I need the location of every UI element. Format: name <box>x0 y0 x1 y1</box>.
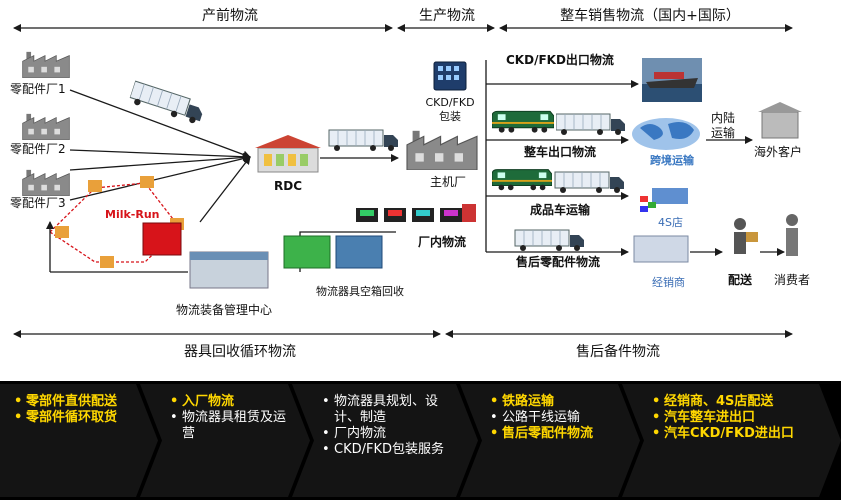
section-recycle-label: 器具回收循环物流 <box>184 344 296 360</box>
ckd-export-label: CKD/FKD出口物流 <box>506 52 614 67</box>
truck-icon <box>328 129 399 152</box>
rdc-warehouse: RDC <box>255 135 321 193</box>
factory-icon <box>22 113 70 140</box>
empty-boxes: 物流器具空箱回收 <box>283 235 404 298</box>
dealer-store: 经销商 <box>633 235 689 289</box>
section-header-vehicle-sales: 整车销售物流（国内+国际） <box>499 7 793 32</box>
factory-icon <box>406 130 478 170</box>
chevron-1-item: 零部件直供配送 <box>14 394 132 410</box>
milk-run-label: Milk-Run <box>105 208 160 221</box>
section-header-aftersales: 售后备件物流 <box>445 330 793 360</box>
factory-icon <box>22 51 70 78</box>
inland-line2: 运输 <box>711 125 735 140</box>
chevron-1: 零部件直供配送 零部件循环取货 <box>0 384 158 497</box>
truck-icon <box>554 171 625 194</box>
delivery-person: 配送 <box>728 218 758 287</box>
supply-arrows <box>69 89 251 223</box>
cross-border-label: 跨境运输 <box>650 153 695 167</box>
empty-box-label: 物流器具空箱回收 <box>316 284 404 298</box>
world-map-image: 跨境运输 <box>632 118 700 167</box>
parts-factory-3: 零配件厂3 <box>10 169 70 210</box>
in-plant-label: 厂内物流 <box>418 234 466 249</box>
equipment-center-label: 物流装备管理中心 <box>176 302 272 317</box>
section-production-label: 生产物流 <box>419 8 475 24</box>
chevron-2-item: 物流器具租赁及运营 <box>170 410 288 442</box>
chevron-1-item: 零部件循环取货 <box>14 410 132 426</box>
equipment-center: 物流装备管理中心 <box>176 251 272 317</box>
consumer-label: 消费者 <box>774 273 810 287</box>
dealer-label: 经销商 <box>652 275 685 289</box>
outbound-branches <box>485 60 785 256</box>
service-chevron-bar: 零部件直供配送 零部件循环取货 入厂物流 物流器具租赁及运营 物流器具规划、设计… <box>0 381 841 500</box>
chevron-3-item: 物流器具规划、设计、制造 <box>322 394 454 426</box>
vehicle-export-label: 整车出口物流 <box>523 144 596 159</box>
chevron-2-item: 入厂物流 <box>170 394 288 410</box>
chevron-3: 物流器具规划、设计、制造 厂内物流 CKD/FKD包装服务 <box>292 384 478 497</box>
rdc-label: RDC <box>274 179 302 193</box>
section-aftersales-label: 售后备件物流 <box>576 343 660 360</box>
section-header-upstream: 产前物流 <box>13 7 393 32</box>
four-s-label: 4S店 <box>658 215 683 229</box>
section-header-production: 生产物流 <box>397 8 495 32</box>
section-vehicle-sales-label: 整车销售物流（国内+国际） <box>560 7 740 24</box>
truck-icon <box>556 113 626 136</box>
section-upstream-label: 产前物流 <box>202 7 258 24</box>
four-s-store: 4S店 <box>640 188 688 229</box>
train-icon <box>492 169 552 191</box>
main-factory: 主机厂 <box>406 130 478 189</box>
milk-run-loop: Milk-Run <box>48 176 184 268</box>
inland-line1: 内陆 <box>711 110 735 125</box>
truck-icon <box>127 80 207 126</box>
ckd-pack-building: CKD/FKD 包装 <box>425 61 475 123</box>
factory2-label: 零配件厂2 <box>10 142 66 156</box>
chevron-4-item: 铁路运输 <box>490 394 616 410</box>
overseas-label: 海外客户 <box>754 144 802 159</box>
truck-icon <box>514 229 585 252</box>
overseas-client: 海外客户 <box>754 102 802 159</box>
chevron-5-item: 经销商、4S店配送 <box>652 394 820 410</box>
parts-factory-2: 零配件厂2 <box>10 113 70 156</box>
consumer-person: 消费者 <box>774 214 810 287</box>
parts-factory-1: 零配件厂1 <box>10 51 70 96</box>
aftersales-parts-label: 售后零配件物流 <box>516 254 600 269</box>
chevron-4: 铁路运输 公路干线运输 售后零配件物流 <box>460 384 640 497</box>
chevron-2: 入厂物流 物流器具租赁及运营 <box>140 384 310 497</box>
chevron-3-item: CKD/FKD包装服务 <box>322 442 454 458</box>
ship-image <box>642 58 702 102</box>
in-plant-tugger: 厂内物流 <box>356 204 476 249</box>
factory1-label: 零配件厂1 <box>10 82 66 96</box>
delivery-label: 配送 <box>728 272 753 287</box>
main-factory-label: 主机厂 <box>430 175 466 189</box>
factory-icon <box>22 169 70 196</box>
factory3-label: 零配件厂3 <box>10 196 66 210</box>
train-icon <box>492 110 554 134</box>
finished-transport-label: 成品车运输 <box>530 202 591 217</box>
chevron-5-item: 汽车整车进出口 <box>652 410 820 426</box>
chevron-5: 经销商、4S店配送 汽车整车进出口 汽车CKD/FKD进出口 <box>622 384 841 497</box>
section-header-recycle: 器具回收循环物流 <box>13 330 441 360</box>
ckd-pack-line2: 包装 <box>439 110 461 123</box>
chevron-5-item: 汽车CKD/FKD进出口 <box>652 426 820 442</box>
chevron-3-item: 厂内物流 <box>322 426 454 442</box>
chevron-4-item: 公路干线运输 <box>490 410 616 426</box>
ckd-pack-line1: CKD/FKD <box>425 96 474 109</box>
chevron-4-item: 售后零配件物流 <box>490 426 616 442</box>
